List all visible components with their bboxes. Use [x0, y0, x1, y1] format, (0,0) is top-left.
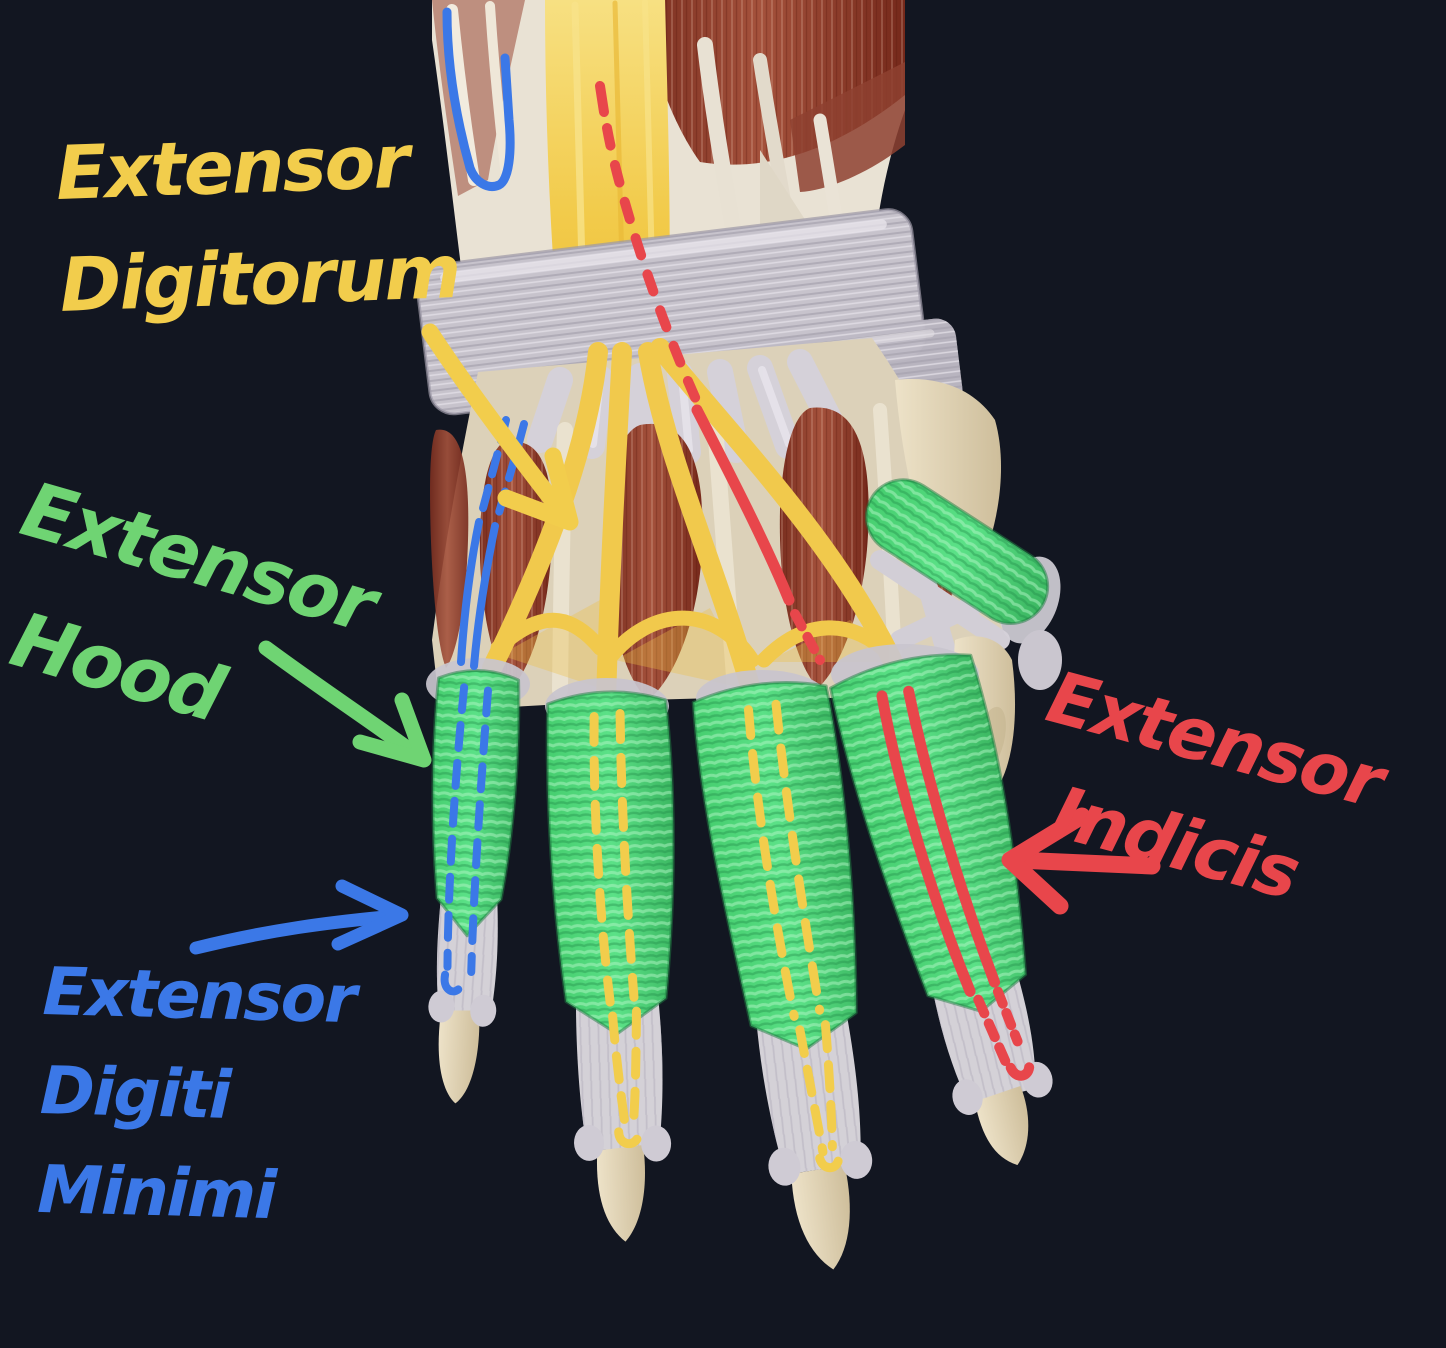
index-bone	[974, 1085, 1029, 1166]
digitorum-middle-line	[743, 699, 843, 1173]
label-extensor-digitorum-line1: Extensor	[54, 118, 410, 217]
label-extensor-digiti-minimi-line3: Minimi	[36, 1150, 276, 1235]
extensor-hood-arrow	[258, 640, 432, 768]
pinky-bone	[438, 1010, 480, 1104]
label-extensor-digiti-minimi-line2: Digiti	[39, 1051, 231, 1134]
label-extensor-digiti-minimi-line1: Extensor	[41, 952, 356, 1039]
finger-ring	[543, 688, 683, 1242]
indicis-finger-line	[876, 685, 1035, 1081]
label-extensor-digiti-minimi: Extensor Digiti Minimi	[36, 942, 356, 1247]
finger-middle	[689, 674, 875, 1270]
ring-extensor-hood-highlight	[543, 688, 683, 1038]
indicis-annotation-line	[595, 81, 825, 665]
extensor-digitorum-arrow	[421, 323, 579, 531]
digiti-minimi-finger-line	[440, 683, 492, 996]
ring-bone	[596, 1145, 645, 1242]
extensor-digiti-minimi-arrow	[189, 879, 409, 955]
extensor-indicis-arrow	[1001, 807, 1161, 915]
finger-pinky	[422, 666, 524, 1104]
label-extensor-digitorum-line2: Digitorum	[58, 228, 461, 329]
label-extensor-digitorum: Extensor Digitorum	[54, 104, 461, 342]
middle-bone	[791, 1165, 850, 1270]
digitorum-ring-line	[589, 709, 642, 1149]
finger-index	[825, 642, 1059, 1166]
